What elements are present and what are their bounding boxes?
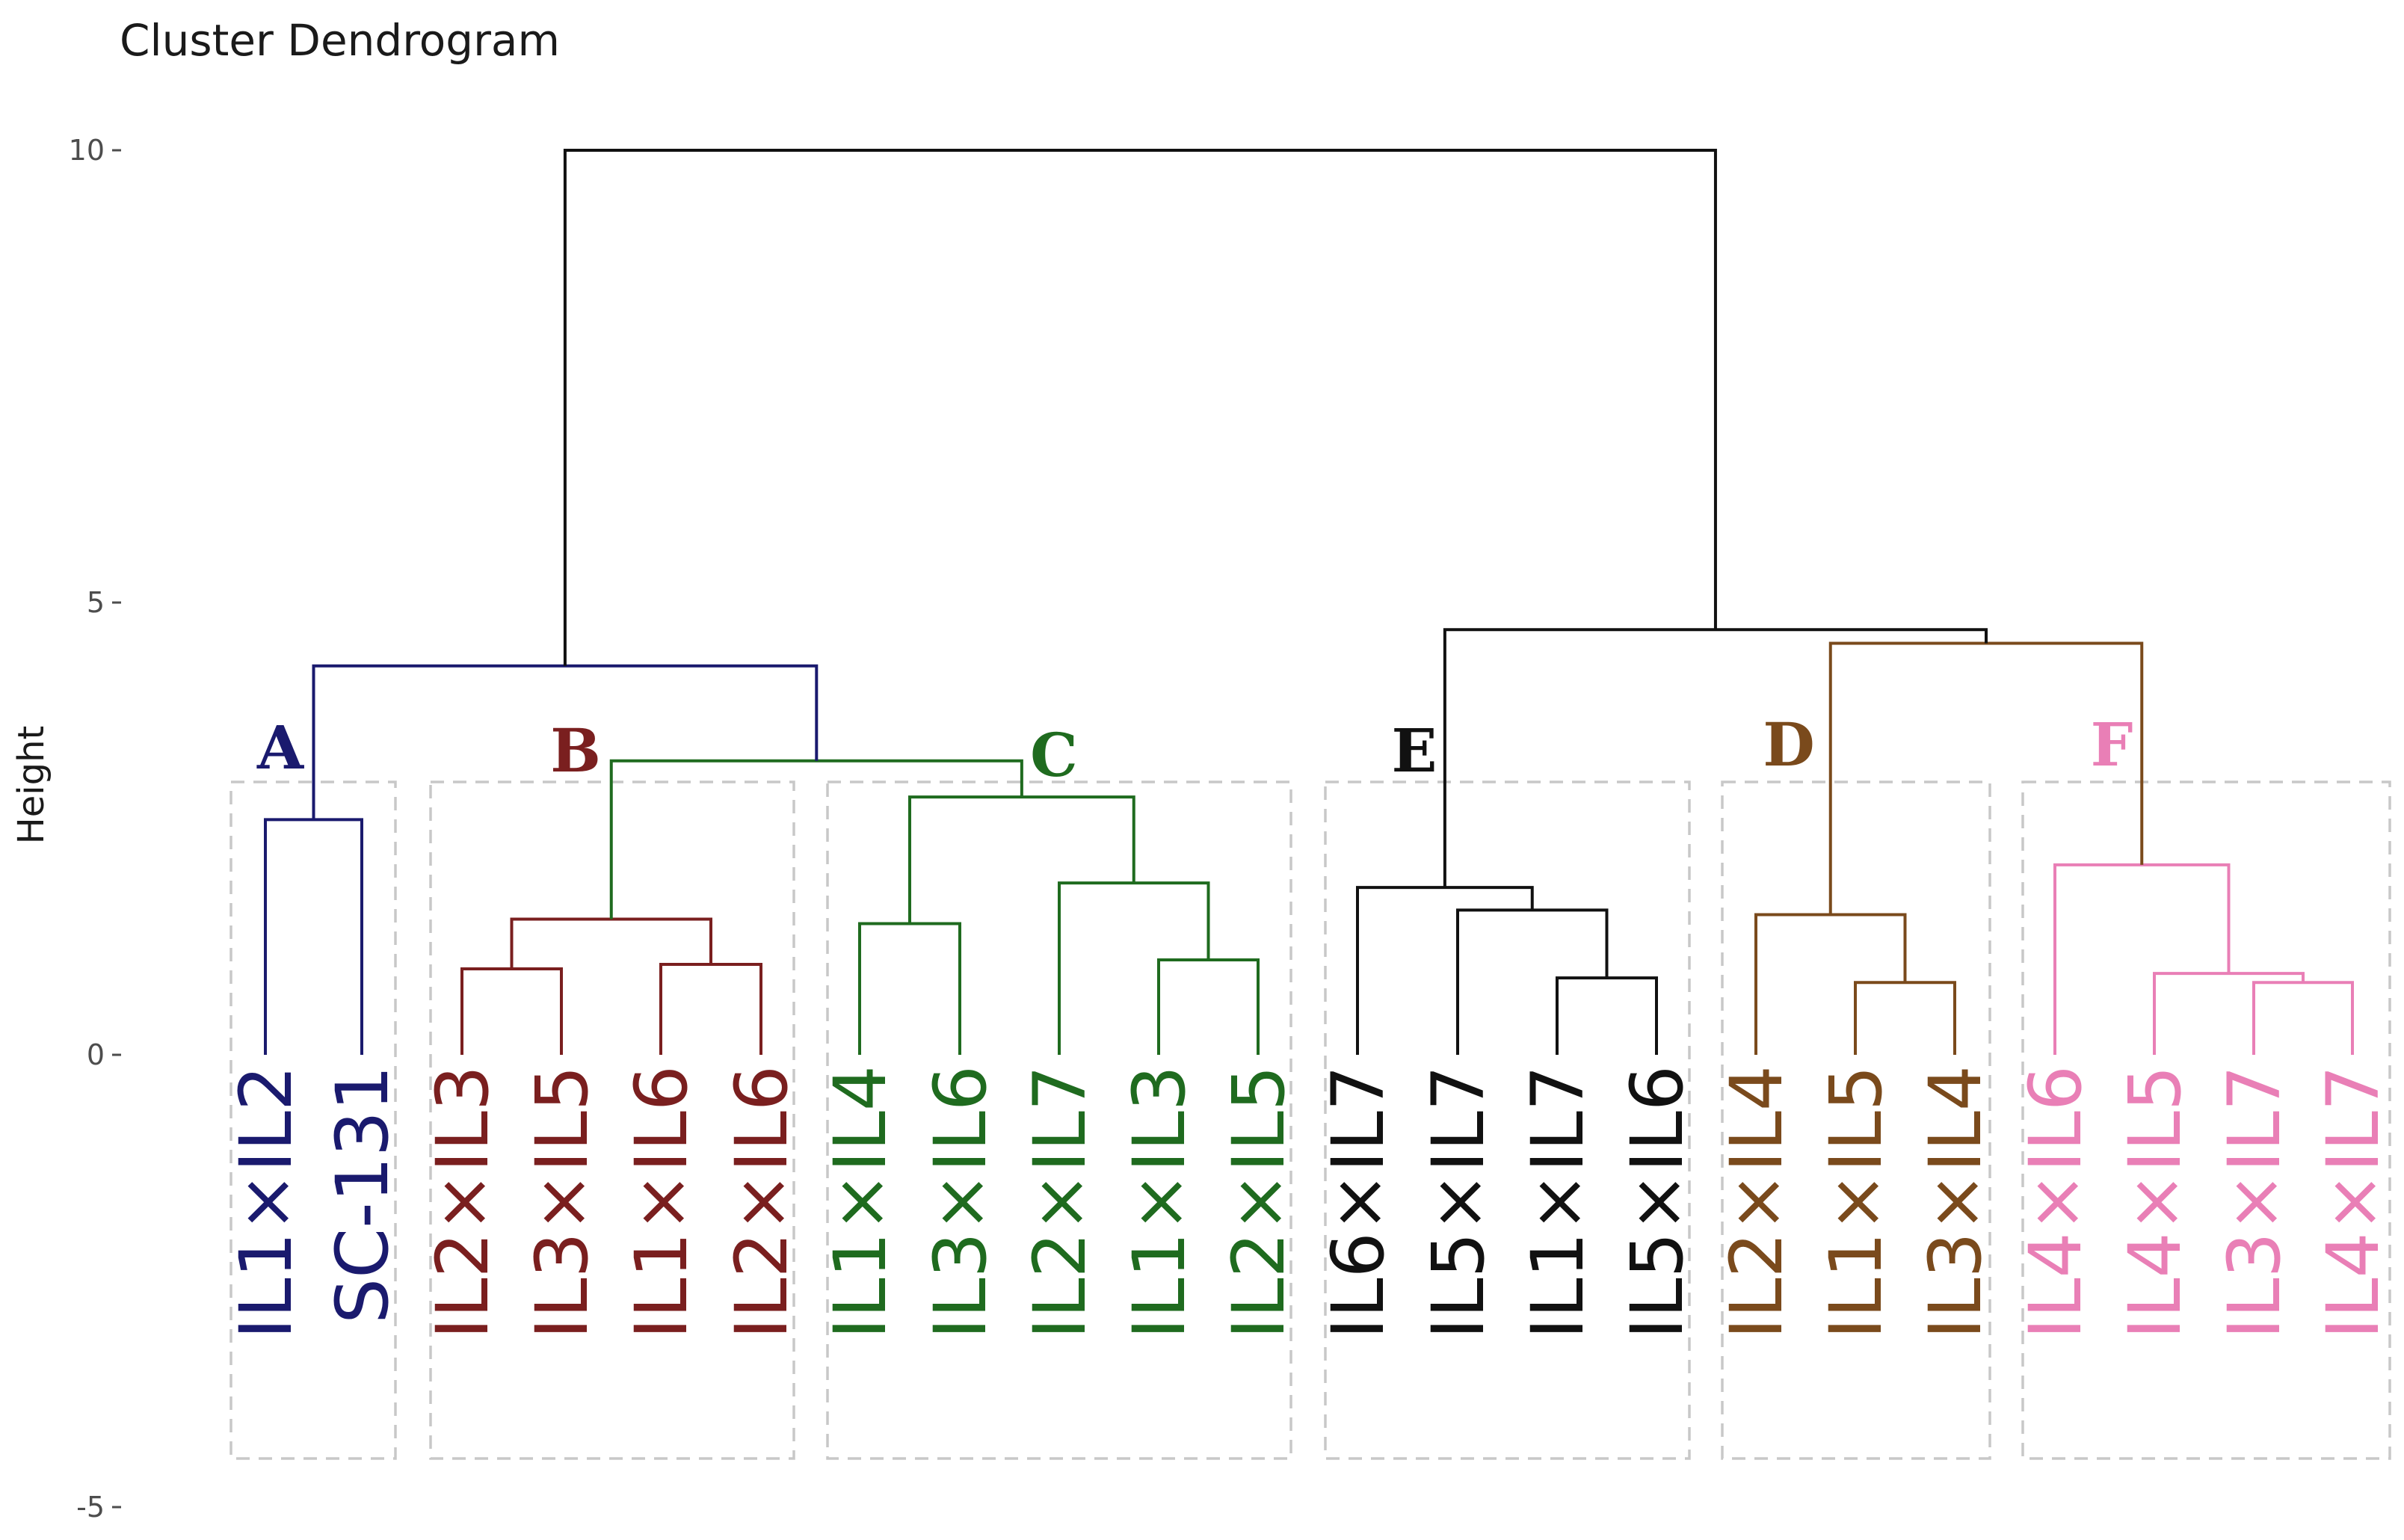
leaf-label: IL6×IL7 (1316, 1065, 1400, 1339)
dendrogram-branch (2252, 981, 2354, 1055)
y-axis-title: Height (10, 726, 52, 845)
leaf-label: SC-131 (321, 1065, 404, 1324)
leaf-label: IL3×IL7 (2213, 1065, 2296, 1339)
chart-title: Cluster Dendrogram (120, 15, 560, 66)
leaf-label: IL2×IL4 (1715, 1065, 1799, 1339)
dendrogram-branch (1556, 976, 1658, 1055)
group-box-a (229, 780, 397, 1460)
dendrogram-branch (563, 149, 1717, 666)
leaf-label: IL5×IL6 (1615, 1065, 1699, 1339)
dendrogram-branch (1854, 981, 1956, 1055)
leaf-label: IL3×IL6 (919, 1065, 1002, 1339)
dendrogram-branch (1157, 958, 1260, 1055)
dendrogram-branch (609, 759, 1023, 920)
dendrogram-branch (908, 795, 1135, 924)
group-letter-f: F (2091, 709, 2133, 780)
group-letter-b: B (550, 715, 601, 786)
leaf-label: IL4×IL6 (2014, 1065, 2098, 1339)
leaf-label: IL2×IL6 (720, 1065, 804, 1339)
dendrogram-branch (2153, 972, 2305, 1055)
group-box-f (2021, 780, 2391, 1460)
dendrogram-branch (1356, 886, 1534, 1055)
group-letter-c: C (1030, 720, 1078, 790)
dendrogram-branch (510, 917, 712, 970)
group-box-e (1324, 780, 1691, 1460)
group-box-d (1721, 780, 1991, 1460)
dendrogram-branch (1058, 881, 1210, 1055)
y-tick-label: 10 (69, 134, 105, 167)
leaf-label: IL1×IL6 (620, 1065, 703, 1339)
dendrogram-branch (1443, 628, 1988, 888)
dendrogram-branch (858, 922, 961, 1055)
group-letter-a: A (256, 712, 304, 783)
leaf-label: IL2×IL5 (1217, 1065, 1301, 1339)
leaf-label: IL2×IL7 (1018, 1065, 1102, 1339)
dendrogram-branches (264, 149, 2354, 1055)
dendrogram-branch (1754, 913, 1907, 1055)
dendrogram-branch (264, 818, 363, 1055)
leaf-label: IL5×IL7 (1417, 1065, 1500, 1339)
y-axis: -5 0 5 10 (69, 134, 121, 1524)
leaf-label: IL3×IL4 (1914, 1065, 1997, 1339)
leaf-label: IL1×IL3 (1118, 1065, 1201, 1339)
dendrogram-branch (460, 967, 563, 1055)
group-letter-d: D (1763, 709, 1814, 780)
y-tick-label: 5 (87, 586, 105, 619)
y-tick-label: -5 (76, 1491, 105, 1524)
group-box-c (826, 780, 1292, 1460)
leaf-label: IL1×IL4 (819, 1065, 902, 1339)
leaf-label: IL4×IL7 (2311, 1065, 2395, 1339)
y-tick-label: 0 (87, 1038, 105, 1071)
dendrogram-branch (659, 963, 762, 1055)
group-letter-e: E (1392, 715, 1437, 786)
leaf-label: IL1×IL7 (1516, 1065, 1600, 1339)
leaf-label: IL2×IL3 (421, 1065, 505, 1339)
dendrogram-branch (1456, 908, 1609, 1055)
leaf-label: IL4×IL5 (2113, 1065, 2197, 1339)
leaf-label: IL3×IL5 (520, 1065, 604, 1339)
dendrogram-branch (2053, 863, 2231, 1055)
leaf-label: IL1×IL5 (1814, 1065, 1898, 1339)
leaf-label: IL1×IL2 (224, 1065, 308, 1339)
